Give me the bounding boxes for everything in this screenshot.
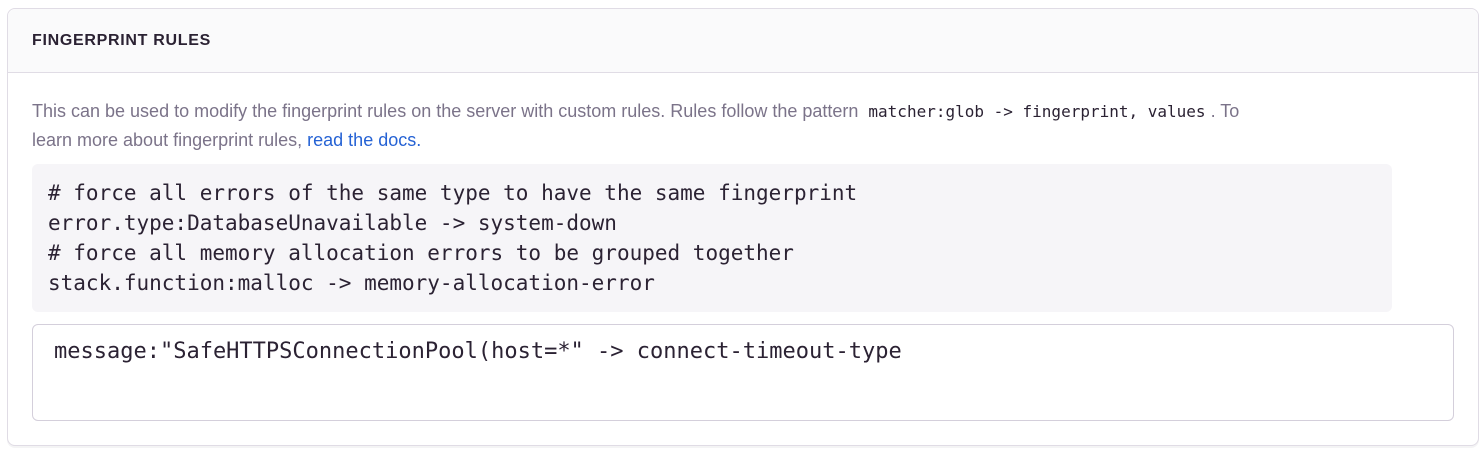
description-text-3: learn more about fingerprint rules, [32, 130, 308, 150]
fingerprint-rules-panel: FINGERPRINT RULES This can be used to mo… [7, 8, 1479, 446]
panel-description: This can be used to modify the fingerpri… [32, 97, 1454, 154]
description-text-2: . To [1210, 101, 1240, 121]
description-text-1: This can be used to modify the fingerpri… [32, 101, 864, 121]
panel-header: FINGERPRINT RULES [8, 9, 1478, 73]
panel-body: This can be used to modify the fingerpri… [8, 73, 1478, 445]
example-code-block: # force all errors of the same type to h… [32, 164, 1392, 312]
panel-title: FINGERPRINT RULES [32, 32, 212, 49]
fingerprint-rules-textarea[interactable]: message:"SafeHTTPSConnectionPool(host=*"… [32, 324, 1454, 421]
read-the-docs-link[interactable]: read the docs. [307, 130, 422, 150]
pattern-inline-code: matcher:glob -> fingerprint, values [868, 102, 1206, 121]
